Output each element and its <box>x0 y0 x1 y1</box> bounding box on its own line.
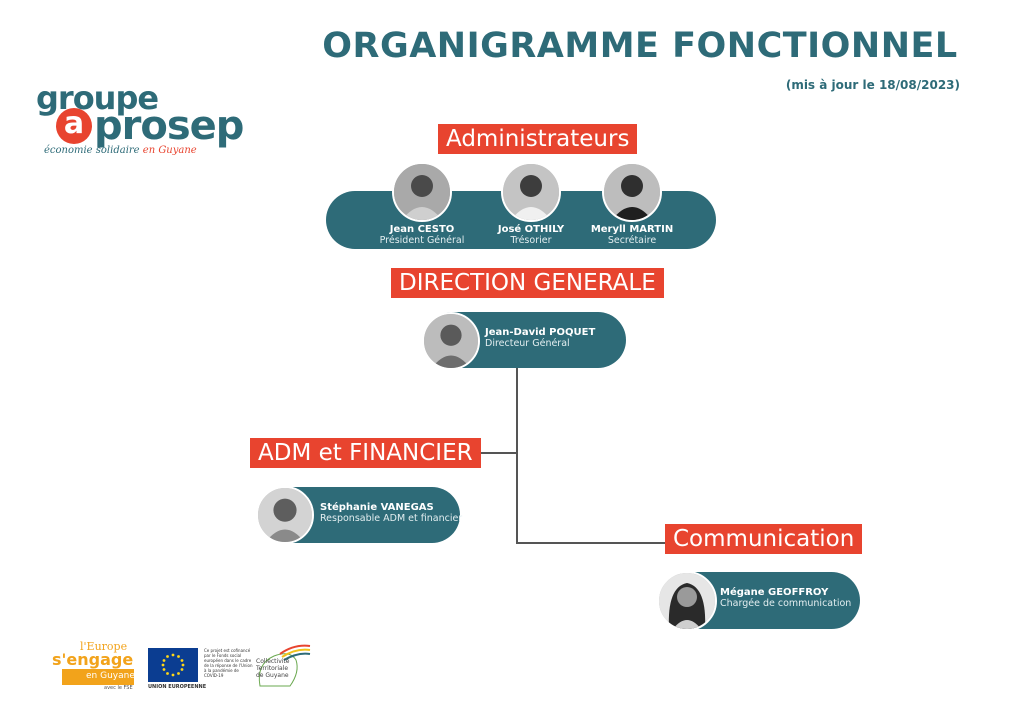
adm-fin-name: Stéphanie VANEGAS <box>320 502 434 513</box>
admin-card-1: Jean CESTO Président Général <box>362 224 482 246</box>
communication-role: Chargée de communication <box>720 598 852 609</box>
europe-line2: s'engage <box>52 650 134 669</box>
europe-sengage-logo: l'Europe s'engage en Guyane avec le FSE <box>50 640 138 692</box>
admin-role: Secrétaire <box>607 235 657 246</box>
page-title: ORGANIGRAMME FONCTIONNEL <box>322 26 958 66</box>
admin-card-3: Meryll MARTIN Secrétaire <box>572 224 692 246</box>
eu-label: UNION EUROPEENNE <box>148 684 207 690</box>
logo-word-groupe: groupe <box>36 79 159 117</box>
person-avatar <box>394 164 450 220</box>
section-label-administrateurs: Administrateurs <box>438 124 638 154</box>
europe-line4: avec le FSE <box>104 685 133 691</box>
logo-tagline-part2: en Guyane <box>142 145 197 156</box>
person-avatar <box>659 573 715 629</box>
avatar-jean-david-poquet <box>422 312 480 370</box>
director-name: Jean-David POQUET <box>485 327 596 338</box>
admin-name: Meryll MARTIN <box>590 224 674 235</box>
europe-line1: l'Europe <box>80 640 128 653</box>
person-avatar <box>258 488 312 542</box>
connector-adm-fin <box>466 452 518 454</box>
communication-name: Mégane GEOFFROY <box>720 587 829 598</box>
admin-card-2: José OTHILY Trésorier <box>471 224 591 246</box>
person-avatar <box>503 164 559 220</box>
avatar-meryll-martin <box>602 162 662 222</box>
director-card: Jean-David POQUET Directeur Général <box>485 327 595 349</box>
connector-vertical <box>516 368 518 544</box>
director-role: Directeur Général <box>485 338 570 349</box>
update-date: (mis à jour le 18/08/2023) <box>785 78 960 92</box>
admin-role: Trésorier <box>510 235 552 246</box>
avatar-jose-othily <box>501 162 561 222</box>
avatar-megane-geoffroy <box>657 571 717 631</box>
ctg-logo-icon: Collectivité Territoriale de Guyane <box>254 642 312 688</box>
admin-role: Président Général <box>379 235 465 246</box>
avatar-jean-cesto <box>392 162 452 222</box>
logo-word-prosep: prosep <box>94 103 244 149</box>
logo-letter-a: a <box>56 108 92 144</box>
communication-card: Mégane GEOFFROY Chargée de communication <box>720 587 851 609</box>
connector-communication <box>516 542 668 544</box>
admin-name: Jean CESTO <box>389 224 455 235</box>
adm-fin-role: Responsable ADM et financier <box>320 513 463 524</box>
section-label-direction-generale: DIRECTION GENERALE <box>391 268 664 298</box>
ctg-text: Collectivité Territoriale de Guyane <box>256 658 290 679</box>
adm-fin-card: Stéphanie VANEGAS Responsable ADM et fin… <box>320 502 462 524</box>
person-avatar <box>604 164 660 220</box>
avatar-stephanie-vanegas <box>256 486 314 544</box>
section-label-communication: Communication <box>665 524 863 554</box>
fund-text: Ce projet est cofinancé par le Fonds soc… <box>204 648 253 678</box>
logo-tagline-part1: économie solidaire <box>44 145 140 156</box>
groupe-aprosep-logo: groupe a prosep économie solidaire en Gu… <box>36 82 266 162</box>
eu-flag-icon <box>148 648 198 682</box>
person-avatar <box>424 314 478 368</box>
europe-band <box>62 669 134 685</box>
section-label-adm-financier: ADM et FINANCIER <box>250 438 481 468</box>
logo-tagline: économie solidaire en Guyane <box>44 145 197 156</box>
admin-name: José OTHILY <box>497 224 565 235</box>
europe-line3: en Guyane <box>86 671 135 681</box>
